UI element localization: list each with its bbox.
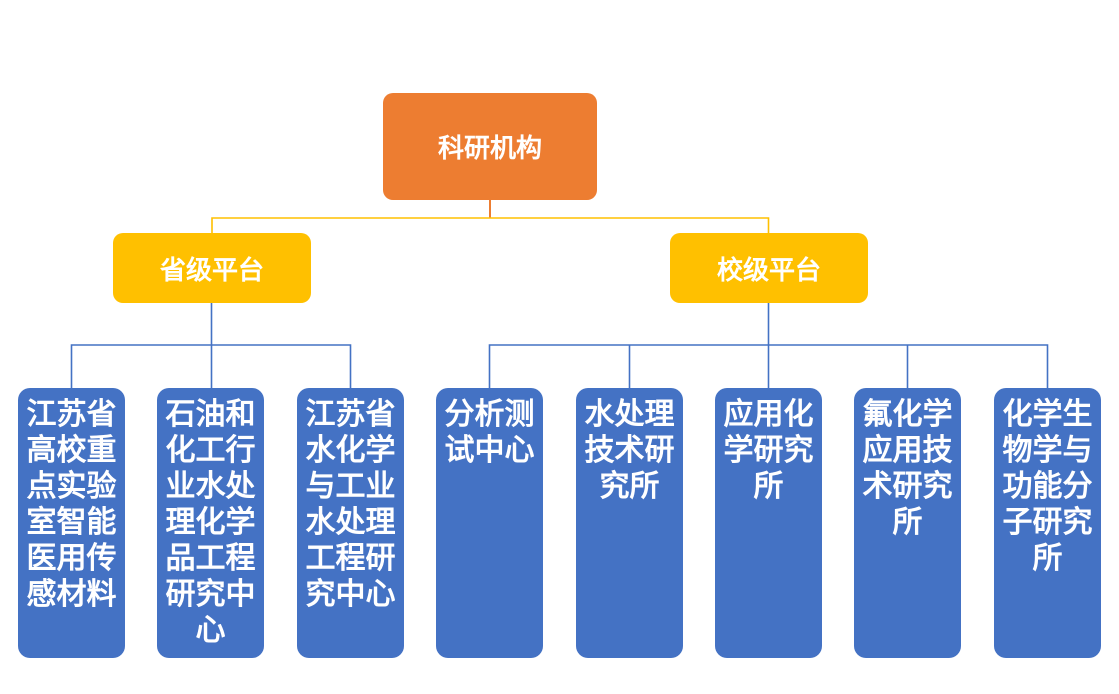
org-node-label: 石油和化工行业水处理化学品工程研究中心 [165,398,256,647]
connector-provincial-rail [70,344,352,388]
org-node-label: 省级平台 [159,254,264,285]
org-node-label: 化学生物学与功能分子研究所 [1002,398,1093,575]
org-node-label: 江苏省水化学与工业水处理工程研究中心 [305,398,396,611]
org-node-water-chemistry-industrial-water-treatment-center: 江苏省水化学与工业水处理工程研究中心 [297,388,404,658]
org-node-chemical-biology-functional-molecules-institute: 化学生物学与功能分子研究所 [994,388,1101,658]
org-node-fluorine-chemistry-institute: 氟化学应用技术研究所 [854,388,961,658]
org-node-label: 水处理技术研究所 [584,398,675,503]
org-node-label: 分析测试中心 [444,398,535,467]
org-node-applied-chemistry-institute: 应用化学研究所 [715,388,822,658]
org-node-university-platform: 校级平台 [670,233,868,303]
connector-level2-rail [211,217,770,233]
org-node-water-treatment-tech-institute: 水处理技术研究所 [576,388,683,658]
org-node-analysis-testing-center: 分析测试中心 [436,388,543,658]
org-node-label: 应用化学研究所 [723,398,814,503]
org-node-key-lab-medical-sensing-materials: 江苏省高校重点实验室智能医用传感材料 [18,388,125,658]
org-node-label: 校级平台 [716,254,821,285]
connector-university-rail [488,344,1049,388]
org-node-research-institutions: 科研机构 [383,93,597,200]
org-node-label: 科研机构 [437,133,542,163]
org-node-label: 江苏省高校重点实验室智能医用传感材料 [26,398,117,611]
org-node-label: 氟化学应用技术研究所 [862,398,953,539]
org-node-provincial-platform: 省级平台 [113,233,311,303]
org-node-petrochemical-water-treatment-chemicals-center: 石油和化工行业水处理化学品工程研究中心 [157,388,264,658]
